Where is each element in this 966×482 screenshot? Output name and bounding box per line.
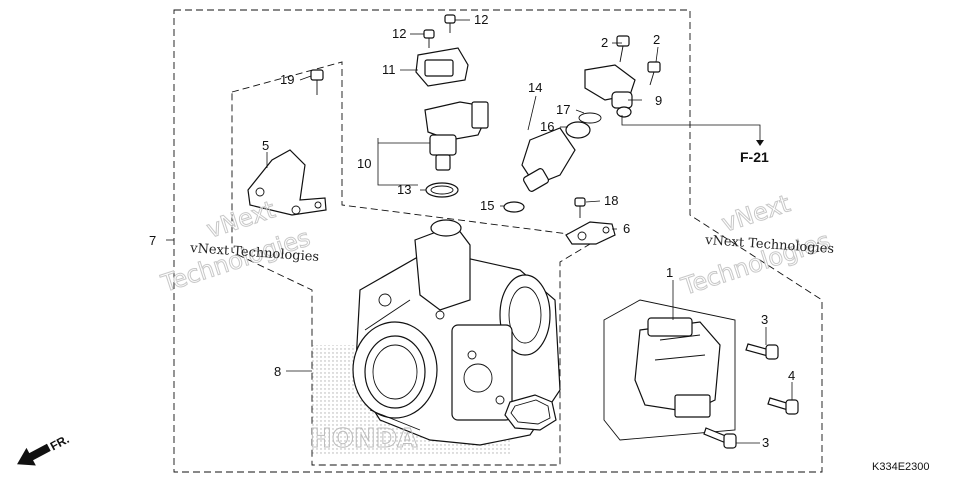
bracket: [247, 149, 327, 216]
callout-2-left: 2: [601, 35, 608, 50]
callout-7: 7: [149, 233, 156, 248]
front-direction-label: FR.: [48, 432, 72, 453]
screw-2-left: [616, 35, 630, 63]
callout-17: 17: [556, 102, 570, 117]
bolt-19: [310, 69, 324, 95]
callout-8: 8: [274, 364, 281, 379]
callout-15: 15: [480, 198, 494, 213]
screw-3-upper: [745, 343, 779, 360]
callout-10: 10: [357, 156, 371, 171]
callout-16: 16: [540, 119, 554, 134]
fuel-injector: [503, 112, 602, 213]
callout-18: 18: [604, 193, 618, 208]
throttle-body: [352, 219, 561, 446]
screw-12-right: [444, 14, 456, 33]
callout-19: 19: [280, 72, 294, 87]
brand-watermark: HONDA: [310, 424, 417, 454]
diagram-code: K334E2300: [872, 461, 930, 473]
watermark-top-right: vNext: [718, 189, 793, 237]
sensor-group-outline: [603, 299, 736, 441]
callout-14: 14: [528, 80, 542, 95]
callout-11: 11: [382, 62, 396, 77]
callout-3-lower: 3: [762, 435, 769, 450]
callout-5: 5: [262, 138, 269, 153]
callout-4: 4: [788, 368, 795, 383]
callout-6: 6: [623, 221, 630, 236]
throttle-body-group-outline: [231, 61, 602, 466]
fuel-joint: [584, 64, 636, 118]
callout-13: 13: [397, 182, 411, 197]
bolt-18: [574, 197, 586, 218]
leader-lines: [166, 19, 793, 444]
screw-2-right: [647, 61, 661, 86]
front-direction-arrow: FR.: [17, 432, 72, 466]
assembly-outline: [173, 9, 823, 473]
callout-12-right: 12: [474, 12, 488, 27]
idle-air-control-valve: [415, 47, 489, 198]
screw-12-left: [423, 29, 435, 48]
screw-4: [767, 397, 799, 415]
callout-12-left: 12: [392, 26, 406, 41]
callout-1: 1: [666, 265, 673, 280]
holder-plate: [565, 221, 616, 245]
reference-label: F-21: [740, 149, 769, 165]
throttle-position-sensor: [634, 317, 721, 418]
callout-3-upper: 3: [761, 312, 768, 327]
screw-3-lower: [703, 427, 737, 449]
callout-9: 9: [655, 93, 662, 108]
callout-2-right: 2: [653, 32, 660, 47]
